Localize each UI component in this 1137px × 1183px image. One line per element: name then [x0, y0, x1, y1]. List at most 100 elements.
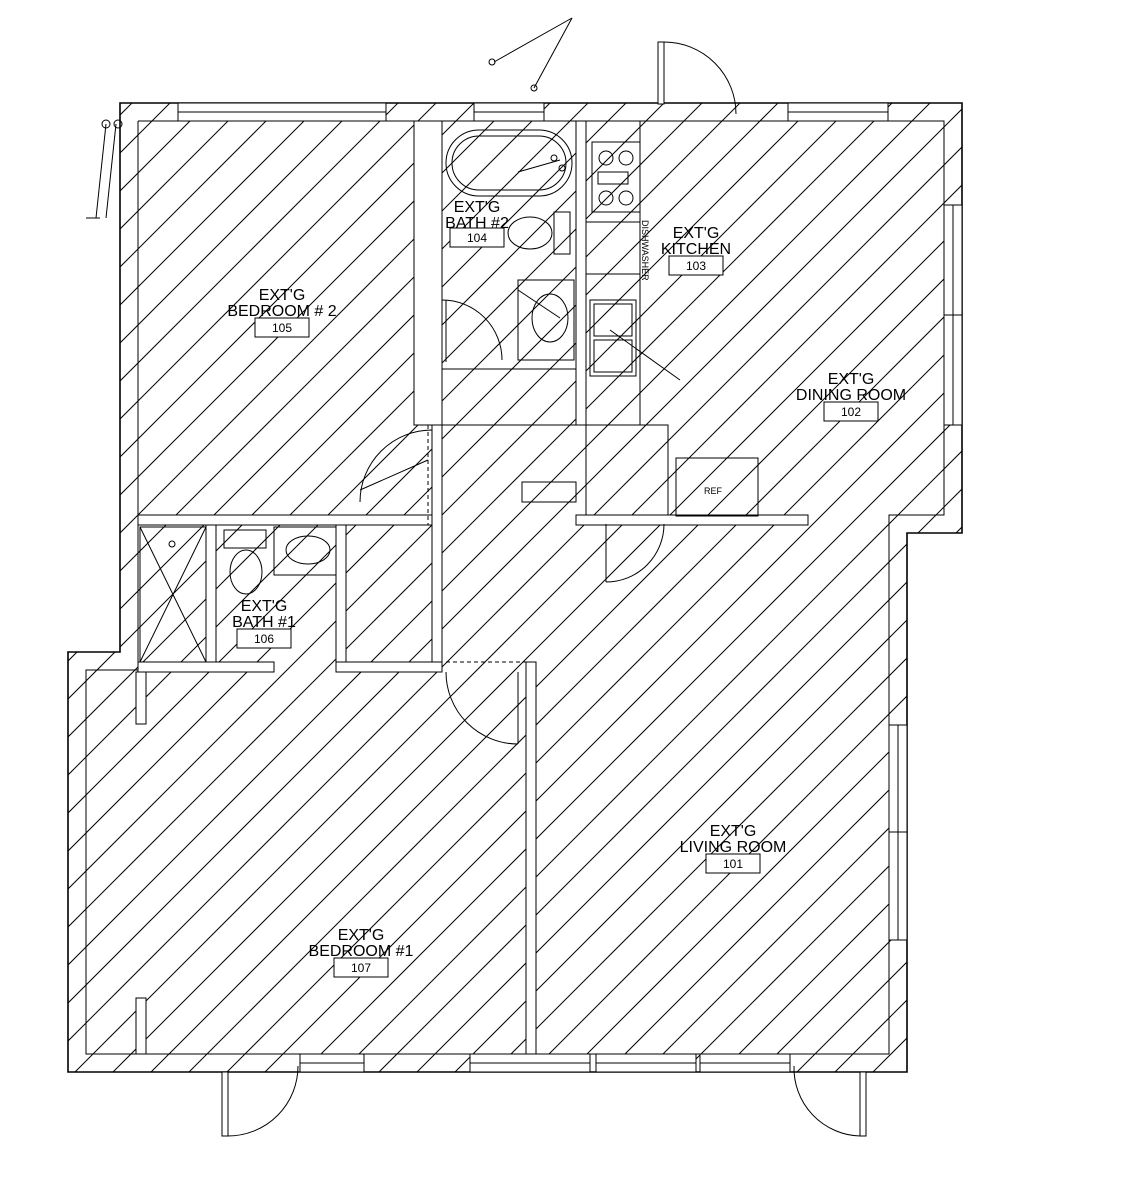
room-number: 102: [841, 405, 861, 419]
room-number-box: [705, 853, 761, 874]
hatch-line: [68, 103, 540, 1072]
room-label-line2: BATH #1: [232, 614, 296, 631]
hatch-line: [68, 103, 730, 1072]
hatch-line: [77, 103, 962, 1072]
windows: [177, 102, 963, 1073]
hatch-line: [68, 103, 578, 1072]
hatch-line: [1104, 0, 1137, 1183]
room-label-line1: EXT'G: [673, 225, 720, 242]
hatch-line: [68, 103, 654, 1072]
hatch-line: [495, 103, 962, 1072]
room-label-line1: EXT'G: [454, 199, 501, 216]
room-number-box: [449, 227, 505, 248]
kitchen-sink-icon: [589, 299, 681, 381]
hatch-line: [419, 103, 962, 1072]
stove-icon: [591, 141, 641, 213]
hatch-line: [457, 103, 962, 1072]
hatch-line: [68, 103, 958, 1072]
refrigerator-label: REF: [704, 486, 723, 496]
hatch-line: [191, 103, 962, 1072]
hatch-line: [68, 103, 882, 1072]
room-label-line1: EXT'G: [241, 598, 288, 615]
room-label-line2: BEDROOM #1: [309, 943, 414, 960]
hatch-line: [229, 103, 962, 1072]
hatch-line: [68, 103, 502, 1072]
hatch-line: [1028, 0, 1137, 1183]
hatch-line: [305, 103, 962, 1072]
hatch-line: [837, 103, 962, 1072]
hatch-line: [68, 103, 962, 1072]
room-number-box: [823, 401, 879, 422]
hatch-line: [343, 103, 962, 1072]
sink-icon: [273, 526, 337, 576]
hatch-line: [685, 103, 962, 1072]
bathtub-icon: [445, 129, 573, 197]
room-number: 103: [686, 259, 706, 273]
hatch-line: [68, 103, 844, 1072]
sink-icon: [517, 279, 575, 361]
hatch-line: [723, 103, 962, 1072]
hatch-line: [68, 103, 426, 1072]
hatch-line: [68, 103, 84, 1072]
hatch-line: [1066, 0, 1137, 1183]
hatch-line: [533, 103, 962, 1072]
room-number: 101: [723, 857, 743, 871]
hatch-line: [68, 103, 312, 1072]
room-number: 105: [272, 321, 292, 335]
hatch-line: [913, 103, 962, 1072]
room-number-box: [236, 628, 292, 649]
hatch-line: [647, 103, 962, 1072]
hatch-line: [951, 103, 962, 1072]
room-label-line2: BEDROOM # 2: [227, 303, 336, 320]
room-label-line1: EXT'G: [828, 371, 875, 388]
hatch-line: [68, 103, 962, 1072]
hatch-line: [799, 103, 962, 1072]
room-number: 107: [351, 961, 371, 975]
toilet-icon: [223, 529, 267, 595]
room-label-line2: LIVING ROOM: [680, 839, 787, 856]
hatch-line: [68, 103, 198, 1072]
hatch-line: [609, 103, 962, 1072]
hatch-line: [68, 103, 160, 1072]
hatch-line: [68, 103, 350, 1072]
hatch-line: [68, 103, 962, 1072]
room-number: 106: [254, 632, 274, 646]
hatch-line: [68, 103, 388, 1072]
hatch-line: [990, 0, 1137, 1183]
hatch-line: [115, 103, 962, 1072]
room-label-line2: DINING ROOM: [796, 387, 906, 404]
refrigerator-icon: REF: [675, 457, 759, 517]
hatch-line: [875, 103, 962, 1072]
site-details: [86, 17, 573, 219]
room-number-box: [668, 255, 724, 276]
hatch-line: [267, 103, 962, 1072]
exterior-doors: [221, 41, 867, 1137]
dishwasher-label: DISHWASHER: [640, 220, 650, 281]
room-label-line2: KITCHEN: [661, 241, 731, 258]
hatch-line: [68, 103, 464, 1072]
hatch-line: [68, 103, 236, 1072]
shower-icon: [139, 526, 207, 663]
toilet-icon: [507, 211, 571, 255]
hatch-line: [381, 103, 962, 1072]
room-number: 104: [467, 231, 487, 245]
hatch-line: [68, 103, 962, 1072]
hatch-line: [153, 103, 962, 1072]
hatch-line: [68, 103, 962, 1072]
hatch-line: [68, 103, 768, 1072]
room-label-line1: EXT'G: [338, 927, 385, 944]
room-label-line1: EXT'G: [259, 287, 306, 304]
dishwasher-icon: DISHWASHER: [585, 220, 650, 281]
